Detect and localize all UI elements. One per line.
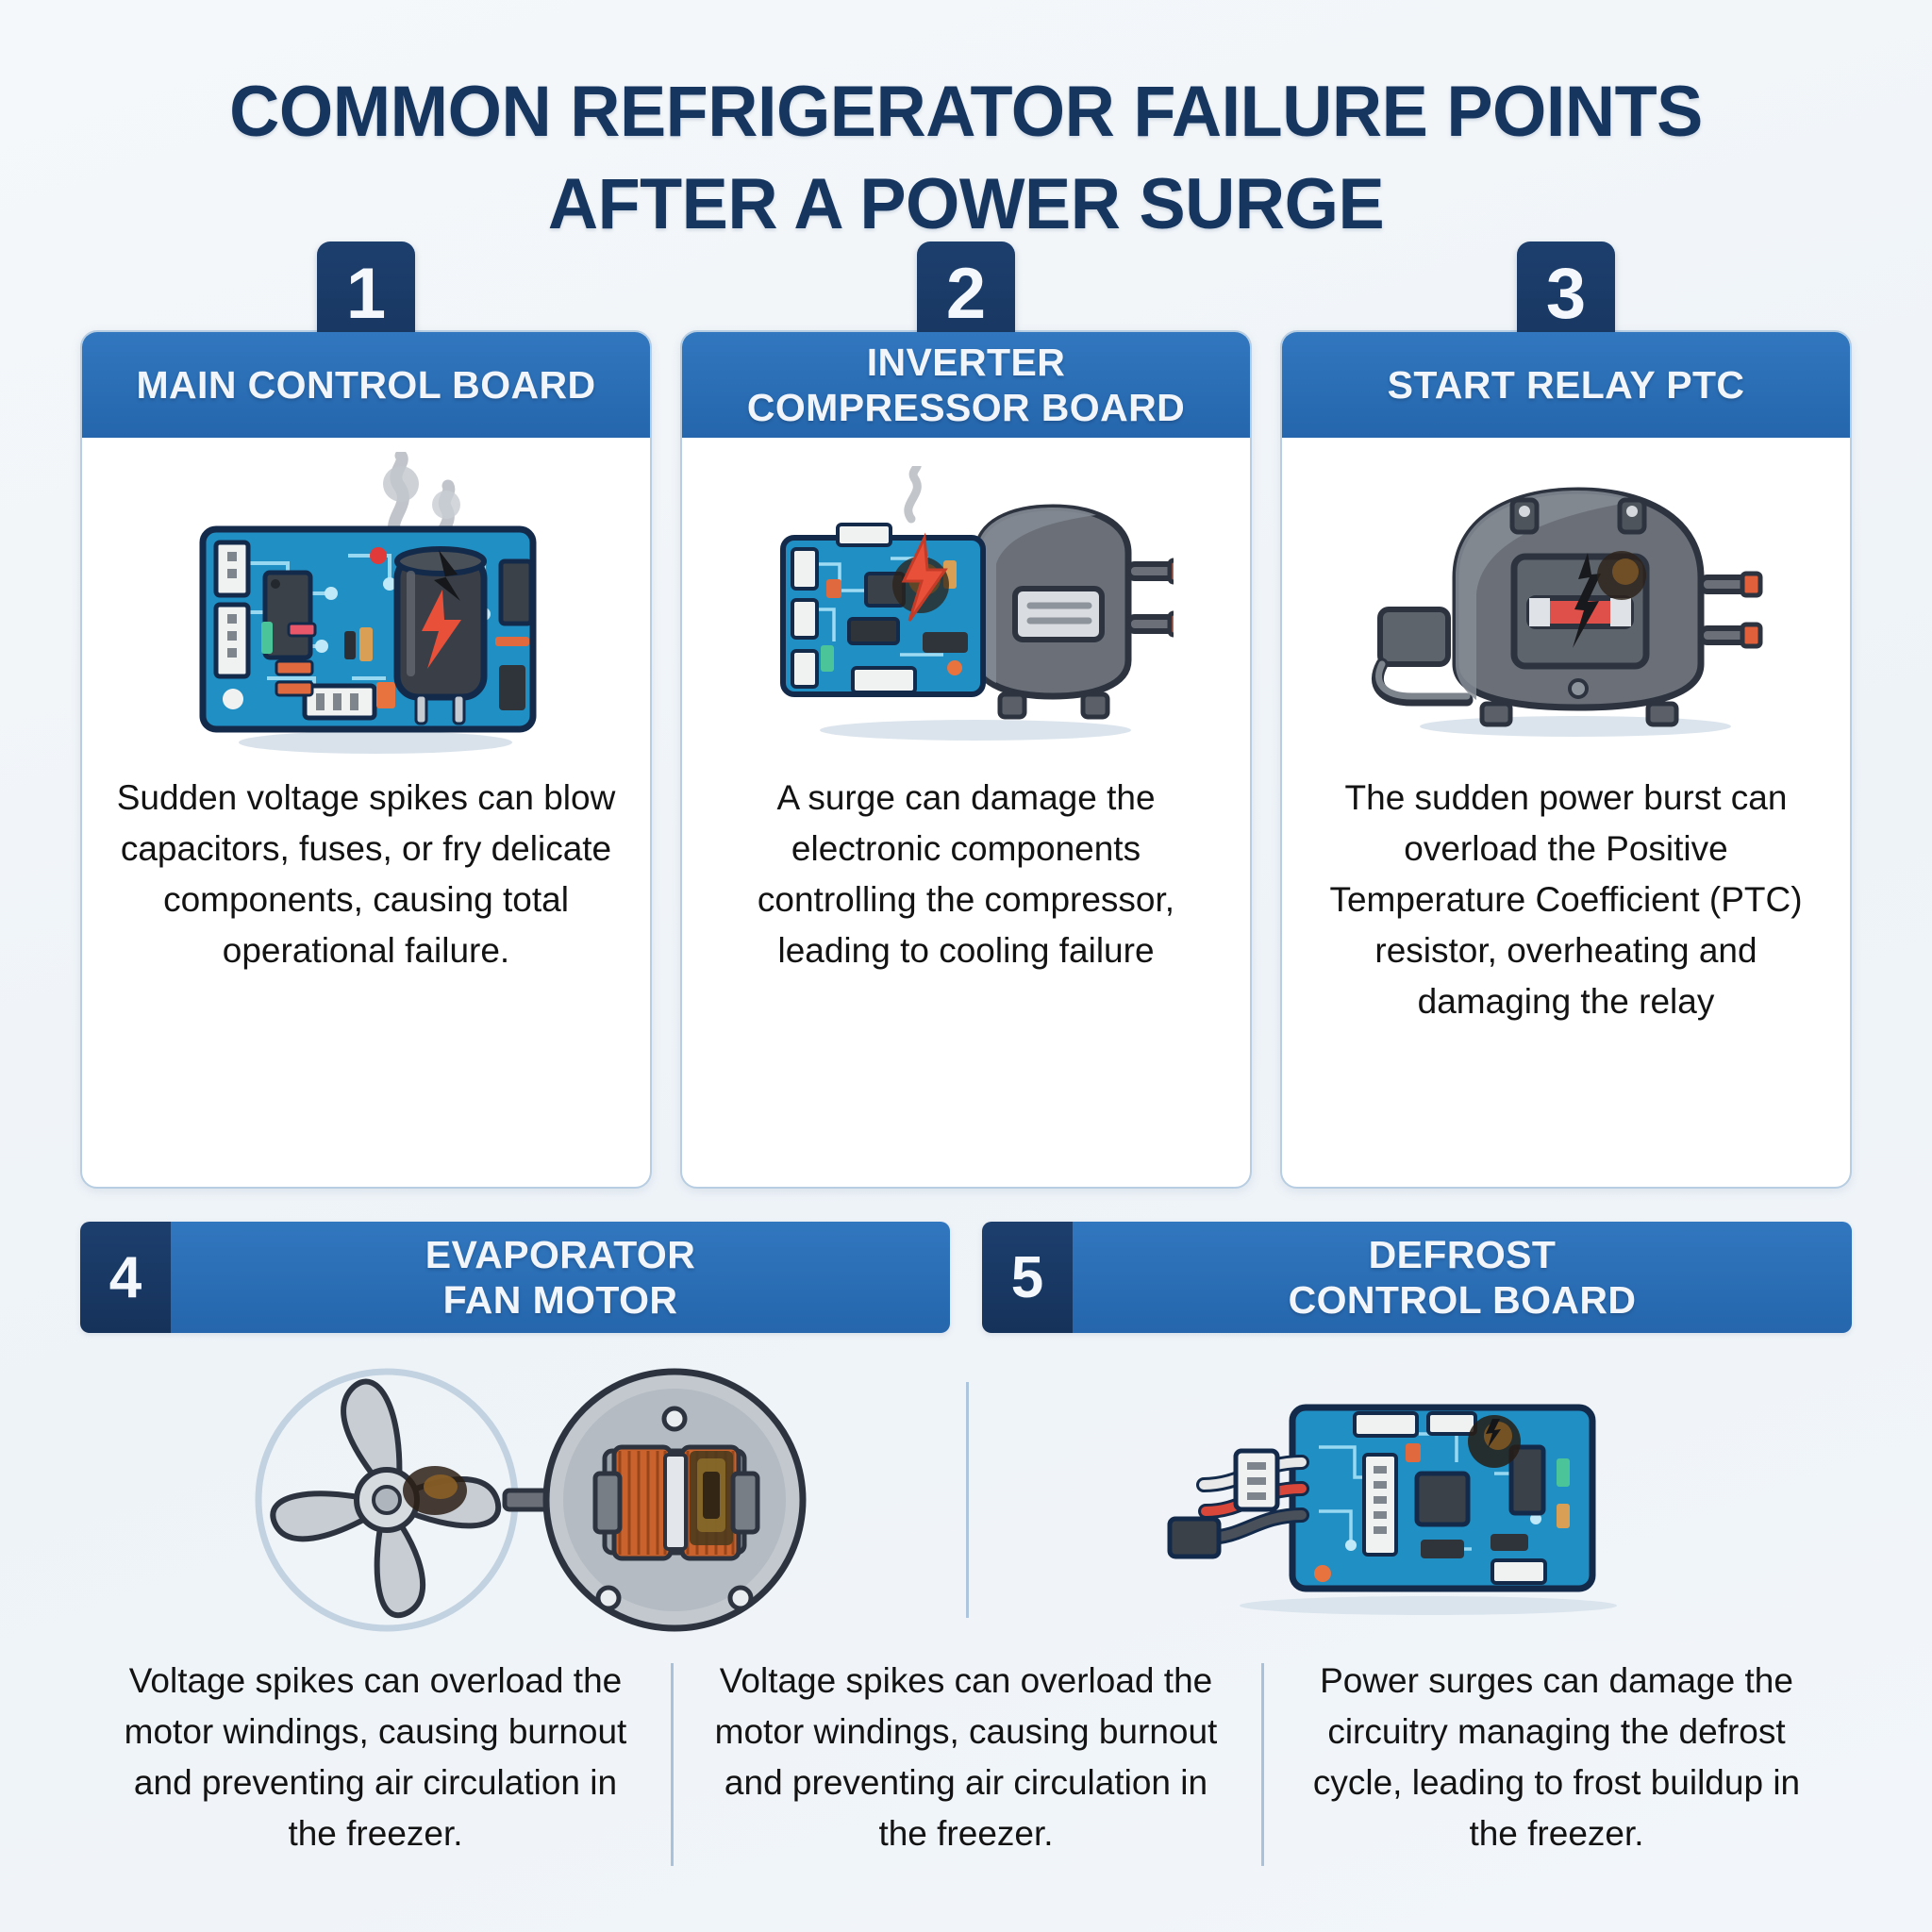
bottom-art-divider: [966, 1382, 969, 1618]
bar-number-badge-5: 5: [982, 1222, 1073, 1333]
bottom-text-1: Voltage spikes can overload the motor wi…: [124, 1661, 627, 1853]
top-card-row: 1 MAIN CONTROL BOARD: [80, 242, 1852, 1189]
bottom-text-3: Power surges can damage the circuitry ma…: [1312, 1661, 1801, 1853]
card-illustration-inverter-board-compressor: [682, 438, 1250, 763]
bottom-text-divider-2: [1260, 1663, 1264, 1866]
card-header-1: MAIN CONTROL BOARD: [82, 332, 650, 438]
card-title-line2-2: COMPRESSOR BOARD: [746, 386, 1186, 429]
bottom-section: 4 EVAPORATOR FAN MOTOR 5 DEFROST CONTROL…: [80, 1222, 1852, 1873]
failure-card-start-relay-ptc[interactable]: 3 START RELAY PTC: [1280, 242, 1852, 1189]
card-title-line1-1: MAIN CONTROL BOARD: [136, 363, 596, 407]
bar-title-line2-5: CONTROL BOARD: [1288, 1278, 1637, 1322]
failure-card-inverter-compressor-board[interactable]: 2 INVERTER COMPRESSOR BOARD: [680, 242, 1252, 1189]
bar-title-4: EVAPORATOR FAN MOTOR: [171, 1222, 950, 1333]
bar-title-5: DEFROST CONTROL BOARD: [1073, 1222, 1852, 1333]
card-header-3: START RELAY PTC: [1282, 332, 1850, 438]
bottom-text-divider-1: [670, 1663, 674, 1866]
page-title-line-2: AFTER A POWER SURGE: [547, 164, 1385, 244]
bar-title-line1-5: DEFROST: [1368, 1233, 1557, 1276]
bar-title-line1-4: EVAPORATOR: [425, 1233, 696, 1276]
bottom-text-2: Voltage spikes can overload the motor wi…: [714, 1661, 1218, 1853]
page-title: COMMON REFRIGERATOR FAILURE POINTS AFTER…: [0, 66, 1932, 251]
illustration-defrost-control-board: [966, 1356, 1852, 1639]
card-header-2: INVERTER COMPRESSOR BOARD: [682, 332, 1250, 438]
bar-number-badge-4: 4: [80, 1222, 171, 1333]
bottom-text-row: Voltage spikes can overload the motor wi…: [80, 1656, 1852, 1891]
bottom-bar-row: 4 EVAPORATOR FAN MOTOR 5 DEFROST CONTROL…: [80, 1222, 1852, 1333]
failure-bar-evaporator-fan-motor[interactable]: 4 EVAPORATOR FAN MOTOR: [80, 1222, 950, 1333]
card-illustration-compressor-start-relay: [1282, 438, 1850, 763]
card-body-3: The sudden power burst can overload the …: [1329, 778, 1803, 1021]
page-title-line-1: COMMON REFRIGERATOR FAILURE POINTS: [229, 72, 1703, 152]
card-body-1: Sudden voltage spikes can blow capacitor…: [116, 778, 616, 970]
card-title-line1-3: START RELAY PTC: [1387, 363, 1745, 407]
bottom-illustration-row: [80, 1356, 1852, 1639]
illustration-fan-and-motor: [80, 1356, 966, 1639]
failure-bar-defrost-control-board[interactable]: 5 DEFROST CONTROL BOARD: [982, 1222, 1852, 1333]
card-illustration-pcb-capacitor-smoke: [82, 438, 650, 763]
card-body-2: A surge can damage the electronic compon…: [757, 778, 1175, 970]
card-title-line1-2: INVERTER: [866, 341, 1066, 384]
failure-card-main-control-board[interactable]: 1 MAIN CONTROL BOARD: [80, 242, 652, 1189]
bar-title-line2-4: FAN MOTOR: [442, 1278, 678, 1322]
